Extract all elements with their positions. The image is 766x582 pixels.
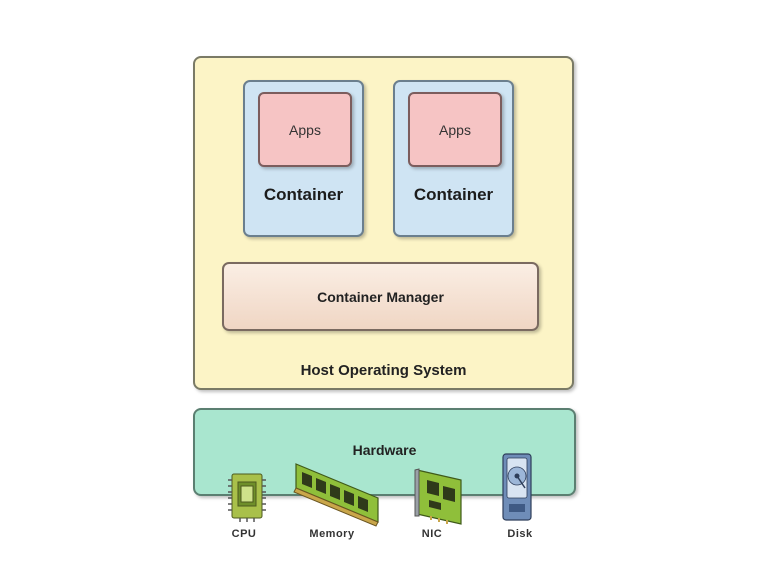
- network-card-icon: [414, 468, 462, 525]
- container-manager-box: Container Manager: [222, 262, 539, 331]
- memory-module-icon: [293, 463, 379, 527]
- disk-drive-icon: [502, 453, 532, 521]
- disk-label: Disk: [507, 528, 533, 540]
- host-os-label: Host Operating System: [300, 362, 467, 379]
- container-box-1: Apps Container: [243, 80, 364, 237]
- cpu-label: CPU: [231, 528, 257, 540]
- apps-label: Apps: [289, 121, 321, 138]
- apps-label: Apps: [439, 121, 471, 138]
- hardware-label: Hardware: [352, 442, 417, 458]
- nic-label: NIC: [421, 528, 443, 540]
- container-label: Container: [413, 185, 494, 204]
- container-box-2: Apps Container: [393, 80, 514, 237]
- apps-box-2: Apps: [408, 92, 502, 167]
- container-manager-label: Container Manager: [317, 288, 444, 305]
- container-label: Container: [263, 185, 344, 204]
- memory-label: Memory: [309, 528, 355, 540]
- apps-box-1: Apps: [258, 92, 352, 167]
- cpu-chip-icon: [228, 473, 266, 522]
